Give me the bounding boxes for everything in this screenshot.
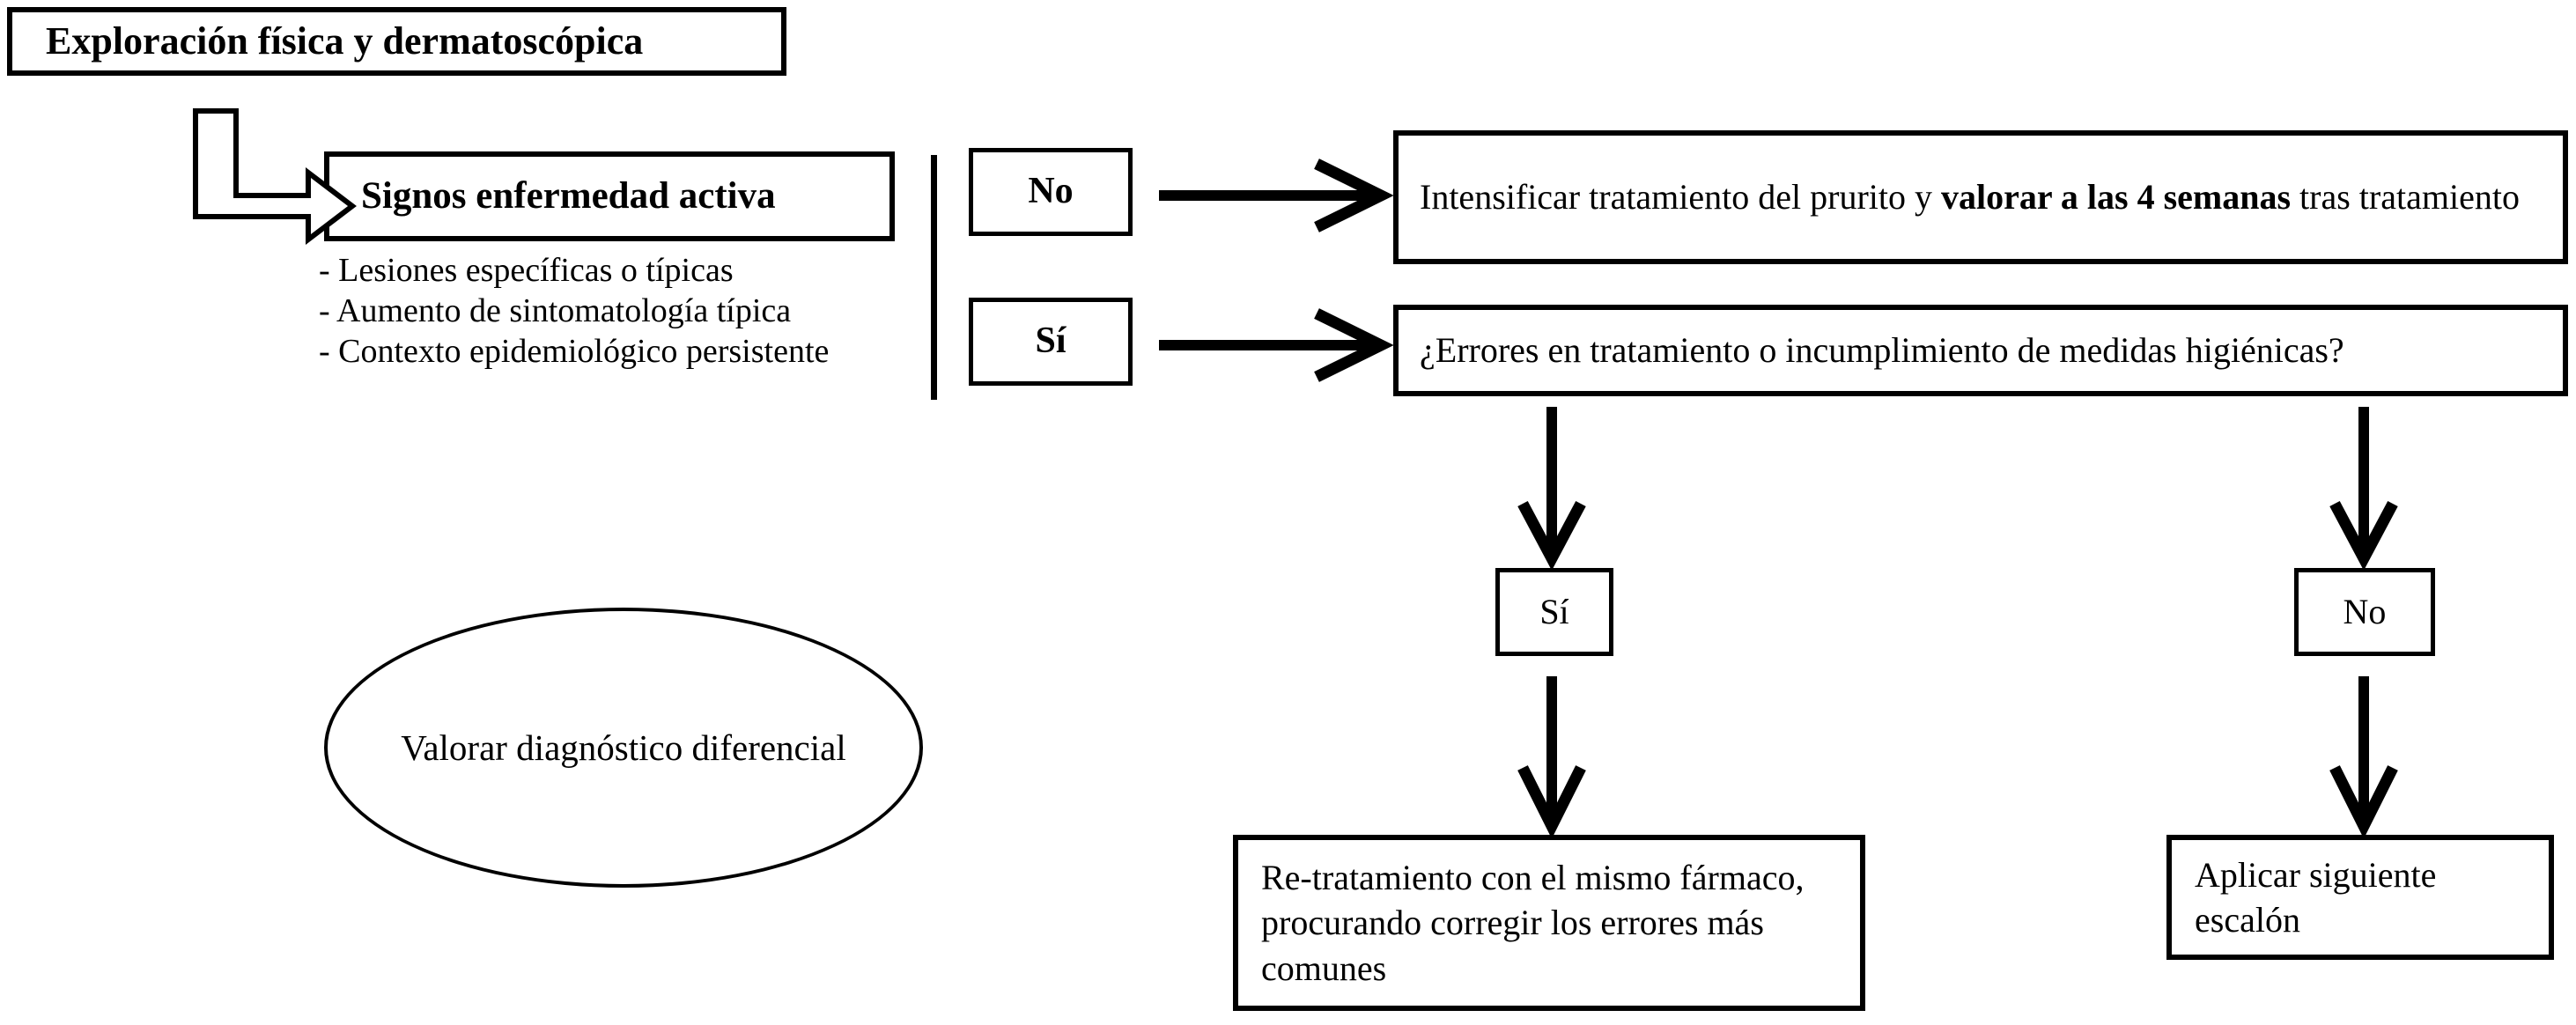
arrow-errores-to-si-icon	[1517, 407, 1586, 571]
text-post: tras tratamiento	[2291, 177, 2520, 218]
node-errores-tratamiento-label: ¿Errores en tratamiento o incumplimiento…	[1420, 330, 2344, 371]
branch-label-si-lower-text: Sí	[1035, 321, 1067, 362]
node-errores-tratamiento[interactable]: ¿Errores en tratamiento o incumplimiento…	[1393, 305, 2568, 396]
branch-label-errores-no-text: No	[2343, 592, 2387, 632]
node-re-tratamiento[interactable]: Re-tratamiento con el mismo fármaco, pro…	[1233, 835, 1865, 1011]
branch-label-errores-si-text: Sí	[1539, 592, 1569, 632]
node-re-tratamiento-label: Re-tratamiento con el mismo fármaco, pro…	[1261, 858, 1805, 988]
node-valorar-diagnostico-diferencial[interactable]: Valorar diagnóstico diferencial	[324, 608, 923, 888]
vertical-divider	[931, 155, 937, 400]
node-valorar-diagnostico-diferencial-label: Valorar diagnóstico diferencial	[401, 726, 846, 768]
list-item: - Lesiones específicas o típicas	[319, 252, 734, 289]
branch-label-no-upper[interactable]: No	[969, 148, 1133, 236]
branch-label-errores-no[interactable]: No	[2294, 568, 2435, 656]
list-item: - Aumento de sintomatología típica	[319, 291, 792, 329]
branch-label-no-upper-text: No	[1028, 171, 1074, 212]
arrow-si-to-retratamiento-icon	[1517, 676, 1586, 839]
node-exploracion-fisica-label: Exploración física y dermatoscópica	[46, 18, 644, 63]
text-pre: Intensificar tratamiento del prurito y	[1420, 177, 1942, 218]
arrow-errores-to-no-icon	[2329, 407, 2398, 571]
node-exploracion-fisica[interactable]: Exploración física y dermatoscópica	[7, 7, 786, 76]
branch-label-errores-si[interactable]: Sí	[1495, 568, 1613, 656]
node-intensificar-tratamiento[interactable]: Intensificar tratamiento del prurito y v…	[1393, 130, 2568, 264]
arrow-no-to-intensificar-icon	[1159, 159, 1394, 232]
signos-criteria-list: - Lesiones específicas o típicas - Aumen…	[319, 251, 935, 372]
arrow-si-to-errores-icon	[1159, 308, 1394, 382]
node-aplicar-siguiente-escalon-label: Aplicar siguiente escalón	[2195, 854, 2437, 940]
branch-label-si-lower[interactable]: Sí	[969, 298, 1133, 386]
node-aplicar-siguiente-escalon[interactable]: Aplicar siguiente escalón	[2166, 835, 2554, 960]
node-intensificar-tratamiento-label: Intensificar tratamiento del prurito y v…	[1399, 174, 2563, 219]
node-signos-enfermedad-activa-label: Signos enfermedad activa	[361, 175, 776, 218]
node-signos-enfermedad-activa[interactable]: Signos enfermedad activa	[324, 151, 895, 241]
text-emphasis: valorar a las 4 semanas	[1941, 177, 2292, 218]
arrow-no-to-escalon-icon	[2329, 676, 2398, 839]
list-item: - Contexto epidemiológico persistente	[319, 332, 830, 370]
